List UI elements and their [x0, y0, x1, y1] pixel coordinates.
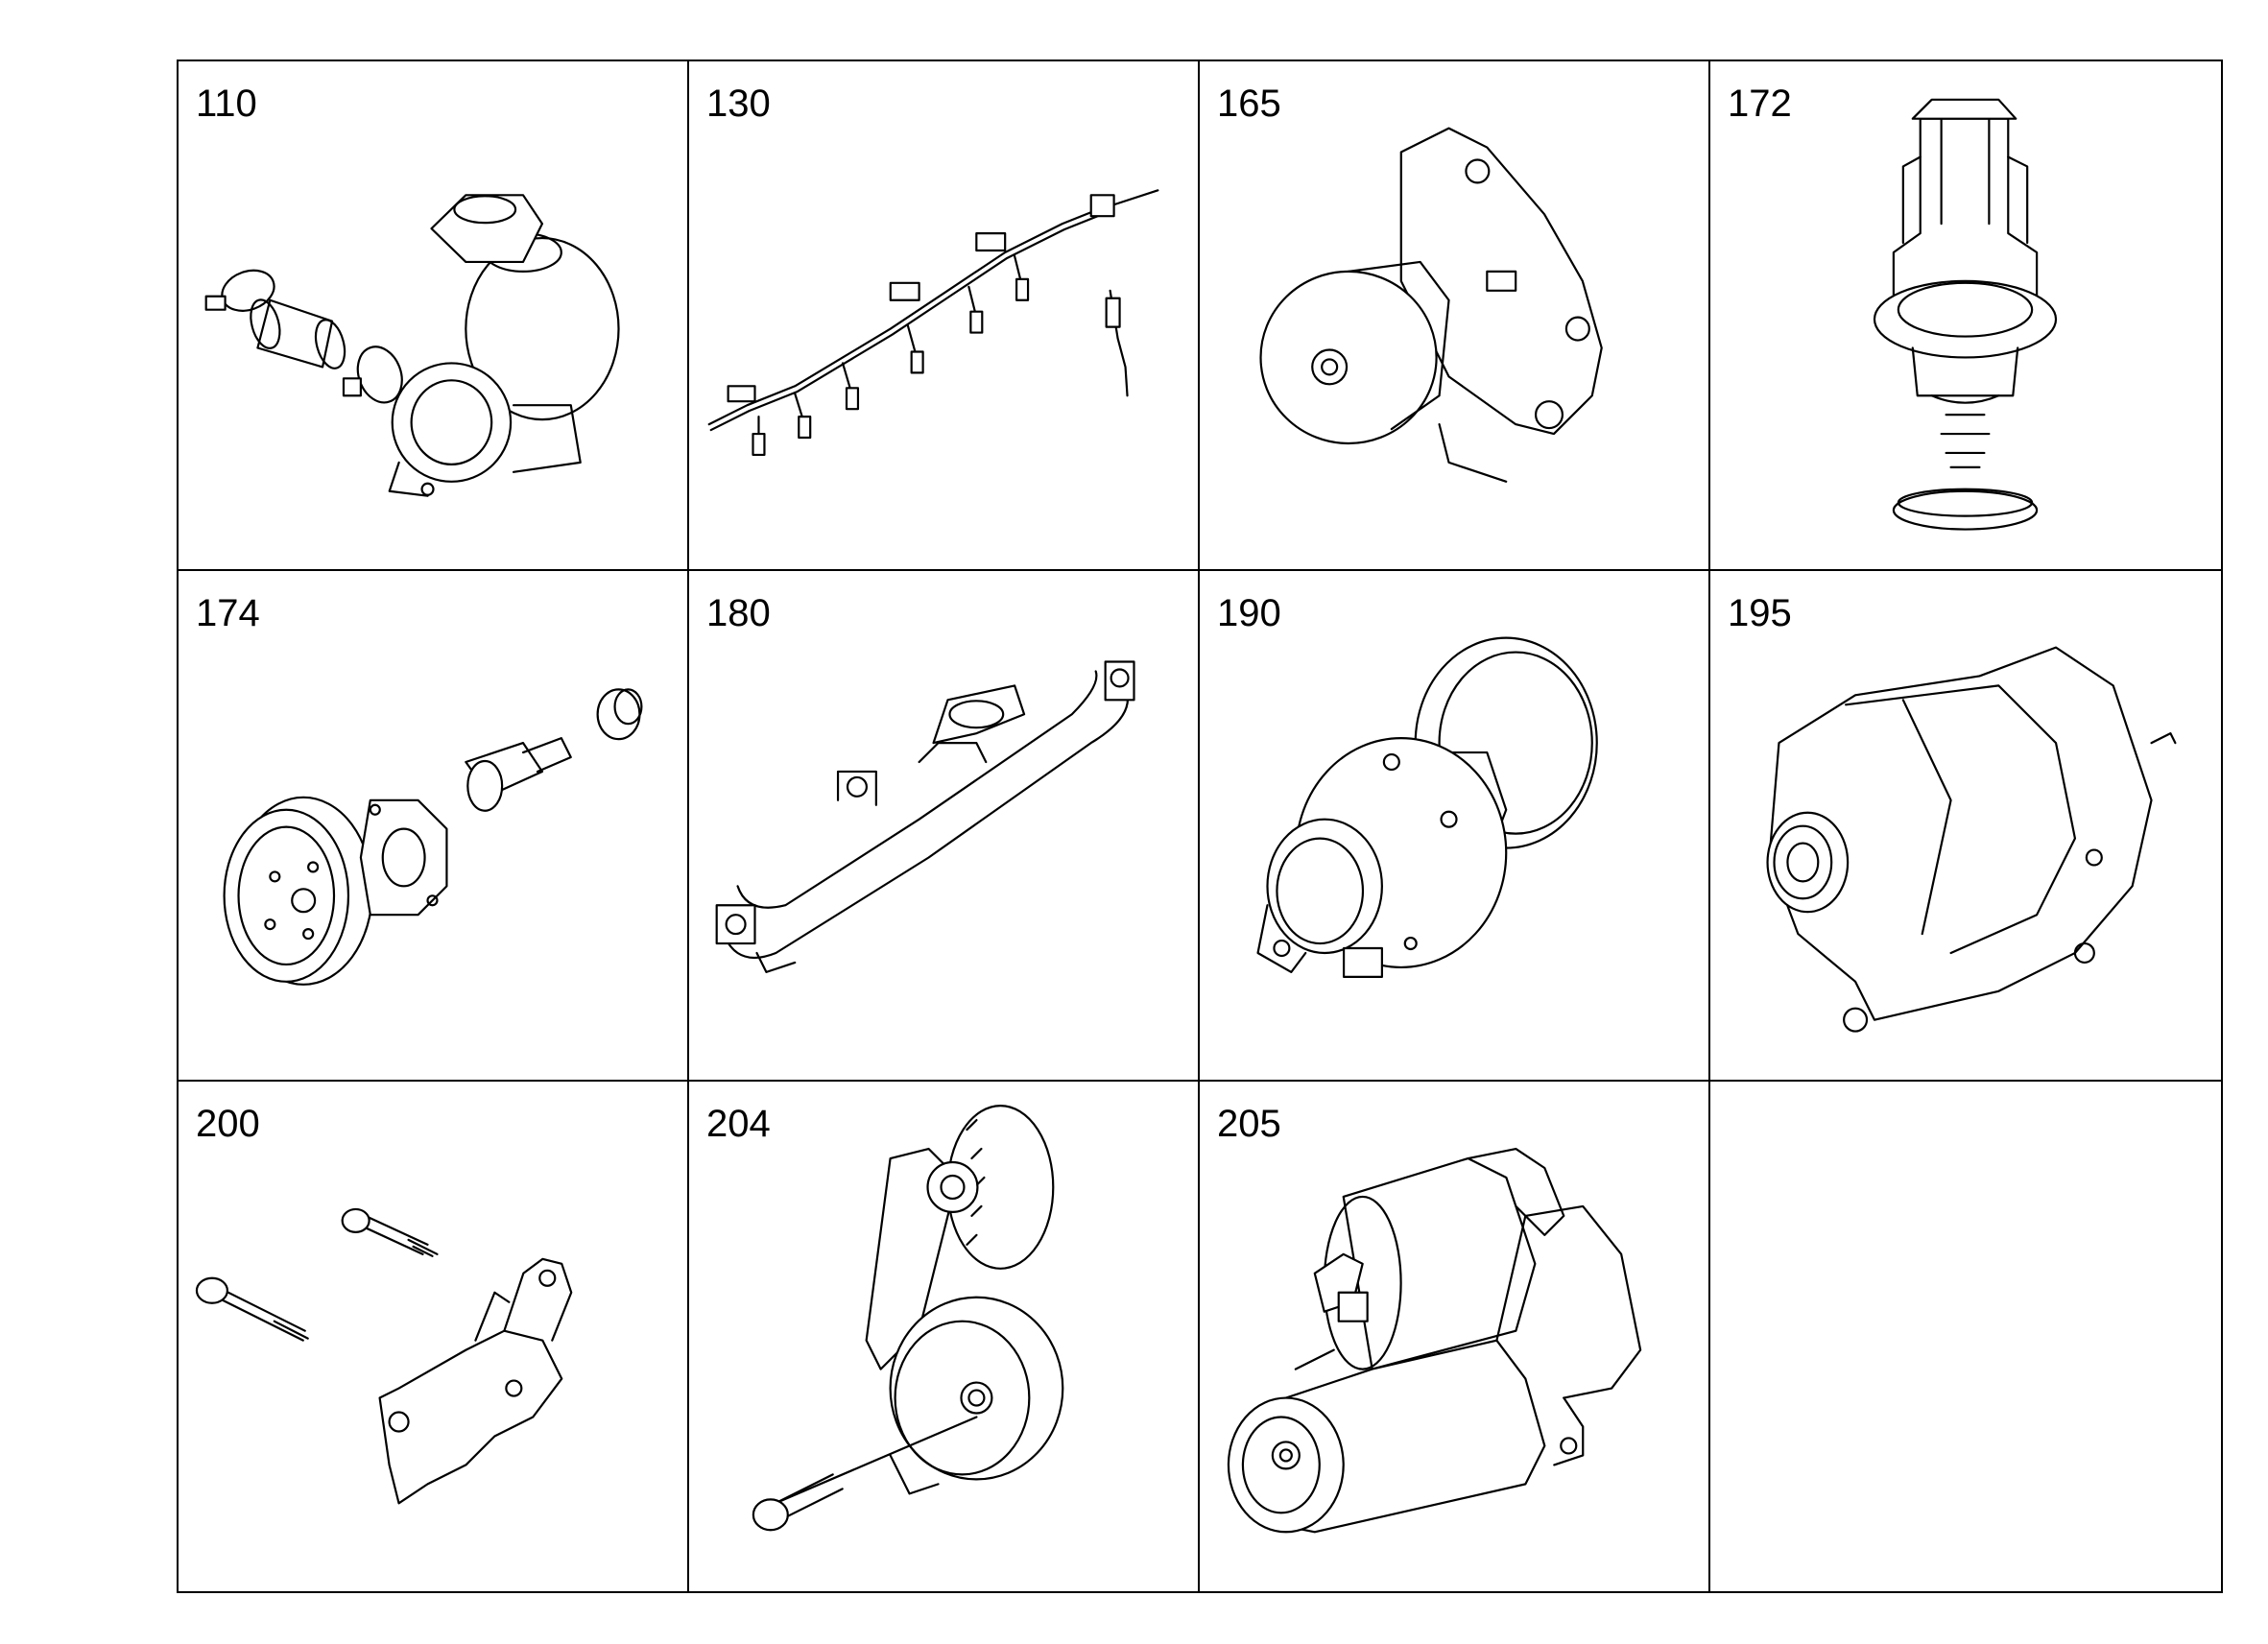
- part-number: 172: [1728, 83, 1792, 125]
- part-number: 110: [196, 83, 257, 125]
- glow-plug-harness-icon: [707, 189, 1159, 457]
- part-number: 204: [706, 1102, 771, 1145]
- part-cell-190[interactable]: 190: [1200, 571, 1710, 1082]
- part-number: 165: [1217, 83, 1281, 125]
- part-cell-195[interactable]: 195: [1710, 571, 2221, 1082]
- part-number: 205: [1217, 1102, 1281, 1145]
- part-cell-165[interactable]: 165: [1200, 61, 1710, 572]
- water-pump-icon: [1259, 127, 1603, 483]
- part-cell-205[interactable]: 205: [1200, 1081, 1710, 1591]
- part-number: 130: [706, 83, 771, 125]
- parts-grid: 110 130: [177, 60, 2223, 1593]
- part-cell-130[interactable]: 130: [689, 61, 1200, 572]
- part-number: 180: [706, 592, 771, 635]
- alternator-icon: [1766, 646, 2177, 1034]
- turbocharger-hose-icon: [204, 194, 620, 497]
- crankshaft-pulley-icon: [223, 688, 643, 987]
- belt-tensioner-icon: [752, 1104, 1064, 1532]
- part-cell-172[interactable]: 172: [1710, 61, 2221, 572]
- starter-motor-icon: [1227, 1147, 1642, 1534]
- part-cell-174[interactable]: 174: [179, 571, 689, 1082]
- empty-cell: [1710, 1082, 2221, 1591]
- thermostat-icon: [1873, 98, 2058, 531]
- part-cell-204[interactable]: 204: [689, 1081, 1200, 1591]
- part-cell-110[interactable]: 110: [179, 61, 689, 572]
- part-number: 200: [196, 1102, 260, 1145]
- part-number: 195: [1728, 592, 1792, 635]
- part-cell-200[interactable]: 200: [179, 1081, 689, 1591]
- part-number: 174: [196, 592, 260, 635]
- part-cell-180[interactable]: 180: [689, 571, 1200, 1082]
- turbocharger-icon: [1256, 636, 1598, 979]
- part-number: 190: [1217, 592, 1281, 635]
- bracket-bolts-icon: [195, 1207, 573, 1505]
- exhaust-manifold-icon: [715, 660, 1135, 974]
